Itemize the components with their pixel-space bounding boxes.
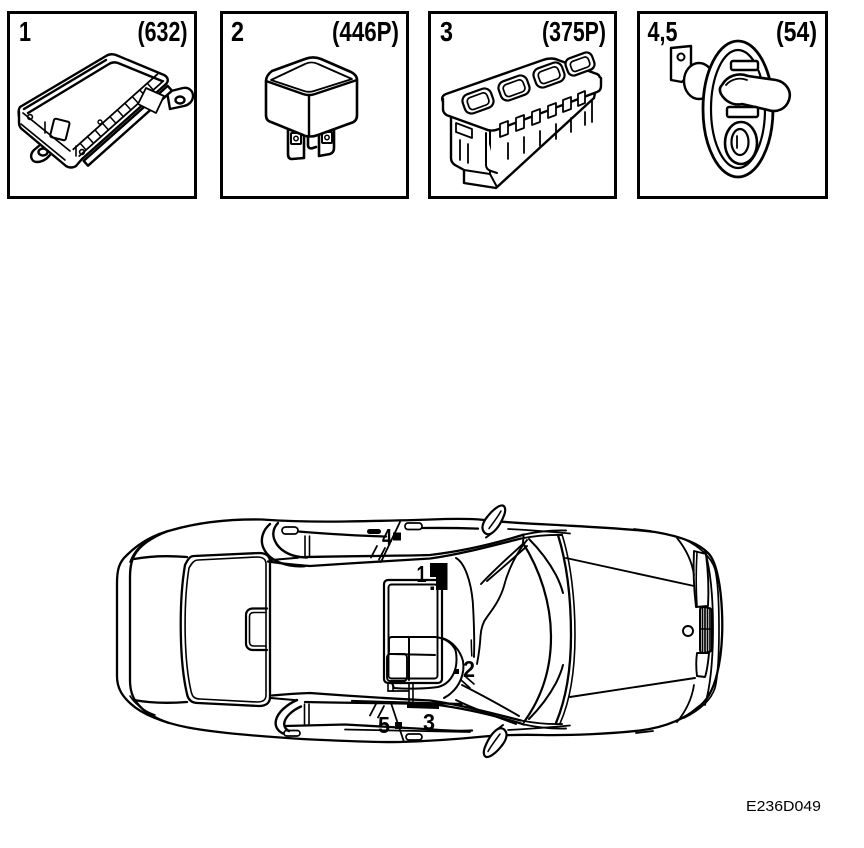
svg-text:1: 1 <box>417 561 427 587</box>
svg-text:E236D049: E236D049 <box>746 798 821 815</box>
svg-text:4,5: 4,5 <box>648 16 678 47</box>
svg-text:5: 5 <box>378 712 390 738</box>
svg-text:3: 3 <box>440 16 453 47</box>
svg-text:(632): (632) <box>138 16 188 47</box>
svg-text:3: 3 <box>423 709 435 735</box>
svg-text:4: 4 <box>382 524 392 550</box>
svg-text:2: 2 <box>463 656 475 682</box>
svg-text:(446P): (446P) <box>332 16 399 47</box>
svg-text:1: 1 <box>19 16 31 47</box>
svg-text:(375P): (375P) <box>542 16 606 47</box>
svg-text:2: 2 <box>231 16 244 47</box>
svg-text:(54): (54) <box>776 16 817 47</box>
